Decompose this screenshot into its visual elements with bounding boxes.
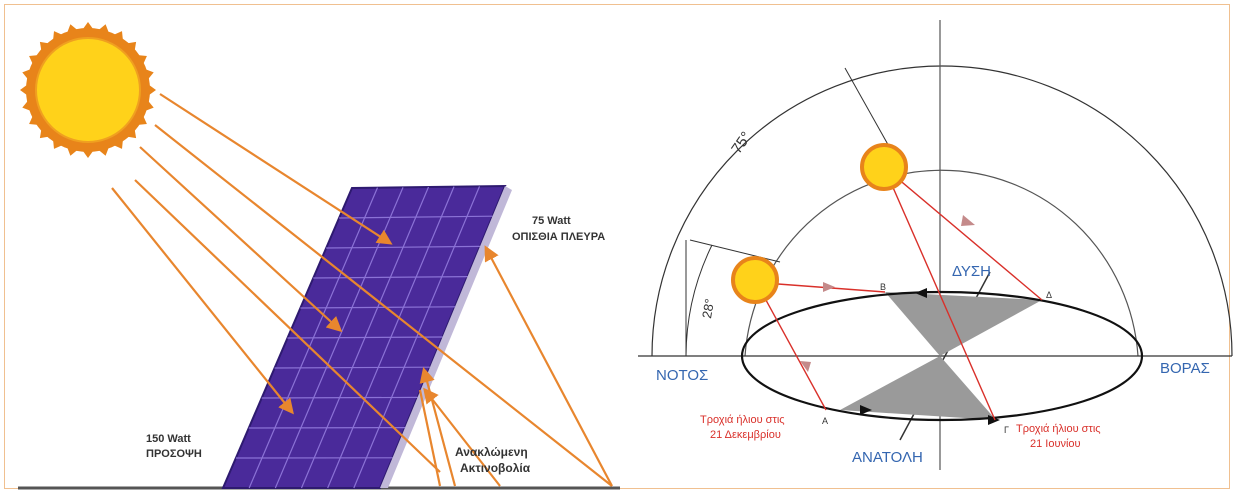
point-d-label: Δ xyxy=(1046,290,1052,300)
horizon-ellipse xyxy=(740,290,1144,422)
panel-grid-line xyxy=(274,366,431,369)
point-g-label: Γ xyxy=(1004,425,1009,435)
sun-spike xyxy=(20,82,31,98)
sun-spike xyxy=(80,22,96,33)
direction-west: ΔΥΣΗ xyxy=(952,263,991,280)
reflected-label-2: Ακτινοβολία xyxy=(460,461,531,475)
reflected-rays xyxy=(418,245,613,487)
sun-high-icon xyxy=(860,143,908,191)
sun-spike xyxy=(123,41,137,55)
sun-spike xyxy=(141,97,154,113)
sun-spike xyxy=(95,143,111,156)
orbit-arrow-bottom-right xyxy=(988,415,1000,425)
solar-panel xyxy=(221,184,512,489)
reflected-label-1: Ανακλώμενη xyxy=(455,445,528,459)
june-path-label-2: 21 Ιουνίου xyxy=(1030,438,1081,450)
direction-east: ΑΝΑΤΟΛΗ xyxy=(852,449,923,466)
left-panel: 75 Watt ΟΠΙΣΘΙΑ ΠΛΕΥΡΑ 150 Watt ΠΡΟΣΟΨΗ … xyxy=(18,22,620,490)
sun-spike xyxy=(39,41,53,55)
front-power-label: 150 Watt xyxy=(146,433,191,445)
sun-spike xyxy=(123,125,137,139)
sun-spike xyxy=(110,136,124,149)
sun-spike xyxy=(52,31,66,44)
sun-icon xyxy=(20,22,156,158)
angle-small-arc xyxy=(685,244,713,357)
panel-grid-line xyxy=(287,336,443,339)
orbit-arrow-bottom-left xyxy=(860,405,872,415)
december-path-label-2: 21 Δεκεμβρίου xyxy=(710,429,781,441)
sun-spike xyxy=(95,24,111,37)
orbit-arrow-top xyxy=(915,288,927,298)
angle-small-label: 28° xyxy=(699,297,717,319)
incoming-rays xyxy=(111,93,613,487)
sun-spike xyxy=(80,147,96,158)
sun-spike xyxy=(65,143,81,156)
sun-path-arrows xyxy=(800,215,975,372)
sun-low-icon xyxy=(731,256,779,304)
sun-spike xyxy=(52,136,66,149)
december-path-label-1: Τροχιά ήλιου στις xyxy=(700,414,785,426)
sun-spike xyxy=(134,54,147,68)
panel-grid-line xyxy=(339,215,493,219)
back-power-label: 75 Watt xyxy=(532,215,571,227)
sun-spike xyxy=(29,54,42,68)
back-side-label: ΟΠΙΣΘΙΑ ΠΛΕΥΡΑ xyxy=(512,231,605,243)
sky-dome xyxy=(651,65,1233,357)
panel-grid-line xyxy=(313,276,468,279)
panel-grid-line xyxy=(261,396,418,399)
angle-large-label: 75° xyxy=(728,129,755,157)
point-a-label: Α xyxy=(822,416,828,426)
sun-spike xyxy=(22,97,35,113)
panel-grid-line xyxy=(326,245,481,249)
sun-spike xyxy=(141,67,154,83)
front-side-label: ΠΡΟΣΟΨΗ xyxy=(146,448,202,460)
point-b-label: Β xyxy=(880,282,886,292)
sun-spike xyxy=(65,24,81,37)
sun-spike xyxy=(29,112,42,126)
sun-spike xyxy=(39,125,53,139)
sun-spike xyxy=(145,82,156,98)
direction-north: ΒΟΡΑΣ xyxy=(1160,360,1210,377)
panel-grid-line xyxy=(300,306,456,309)
sun-spike xyxy=(22,67,35,83)
shadow-lower xyxy=(840,356,996,420)
sun-spike xyxy=(134,112,147,126)
sun-spike xyxy=(110,31,124,44)
angle-small-ray xyxy=(689,239,781,263)
direction-south: ΝΟΤΟΣ xyxy=(656,367,708,384)
shadow-upper xyxy=(885,292,1042,356)
june-path-label-1: Τροχιά ήλιου στις xyxy=(1016,423,1101,435)
right-panel: 75° 28° ΝΟΤΟΣ ΒΟΡΑΣ ΔΥΣΗ ΑΝΑΤΟΛΗ Τροχιά … xyxy=(638,20,1233,470)
